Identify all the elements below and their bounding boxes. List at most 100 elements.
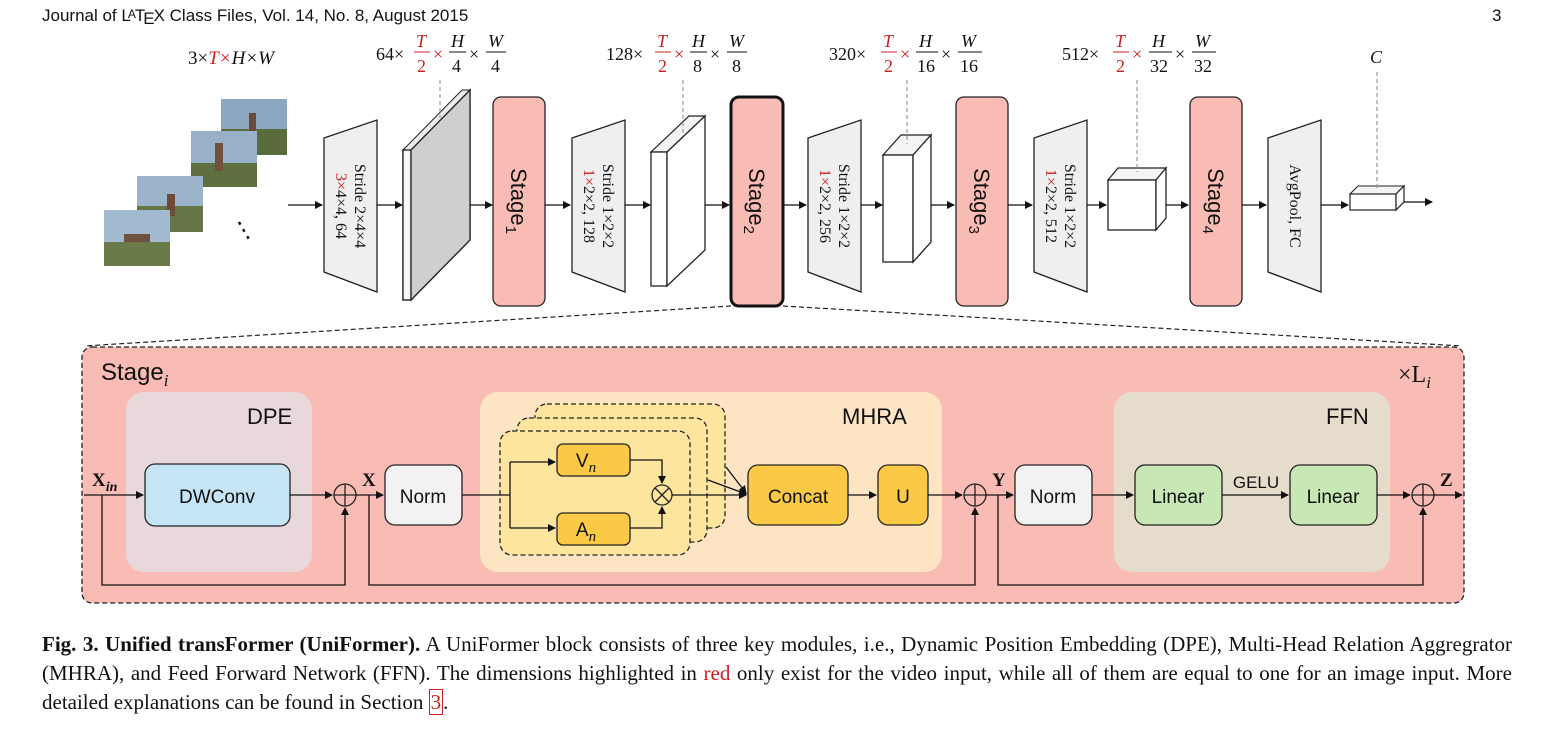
svg-text:512×: 512× <box>1062 44 1099 64</box>
patch-embed-conv-1: 3×4×4, 64 Stride 2×4×4 <box>323 119 378 293</box>
svg-text:×: × <box>674 44 684 64</box>
y-label: Y <box>992 470 1006 491</box>
svg-text:16: 16 <box>917 56 935 76</box>
feature-map-3 <box>881 133 933 264</box>
norm-1-label: Norm <box>400 487 446 508</box>
a-block <box>556 512 631 546</box>
svg-text:Stage3: Stage3 <box>965 168 994 234</box>
svg-text:T: T <box>657 31 669 51</box>
running-header: Journal of LATEX Class Files, Vol. 14, N… <box>42 6 469 28</box>
x-label: X <box>362 470 376 491</box>
svg-text:32: 32 <box>1150 56 1168 76</box>
concat-label: Concat <box>768 487 829 508</box>
ffn-region <box>1114 392 1390 572</box>
svg-text:2: 2 <box>658 56 667 76</box>
input-video-frames <box>104 99 287 266</box>
dpe-label: DPE <box>247 404 292 429</box>
repeat-count: ×Li <box>1398 362 1431 392</box>
svg-text:W: W <box>488 31 505 51</box>
conv-1-label: 3×4×4, 64 <box>332 173 349 239</box>
svg-text:×: × <box>469 44 479 64</box>
add-op-2 <box>963 483 987 507</box>
u-label: U <box>896 487 910 508</box>
svg-text:H: H <box>450 31 465 51</box>
stage-4-block: Stage4 <box>1189 96 1243 307</box>
svg-text:T: T <box>1115 31 1127 51</box>
svg-text:Stage4: Stage4 <box>1199 168 1228 234</box>
svg-text:64×: 64× <box>376 44 404 64</box>
svg-text:Stride 1×2×2: Stride 1×2×2 <box>1061 164 1078 248</box>
svg-text:H: H <box>691 31 706 51</box>
norm-2-label: Norm <box>1030 487 1076 508</box>
feature-map-4 <box>1106 166 1168 232</box>
stage-2-block: Stage2 <box>729 95 785 308</box>
multiply-op <box>651 484 673 506</box>
add-op-3 <box>1411 483 1435 507</box>
svg-text:4: 4 <box>491 56 500 76</box>
z-label: Z <box>1440 470 1453 491</box>
svg-text:320×: 320× <box>829 44 866 64</box>
patch-embed-conv-2: 1×2×2, 128 Stride 1×2×2 <box>571 119 626 293</box>
stage-3-block: Stage3 <box>955 96 1009 307</box>
stage-1-block: Stage1 <box>492 96 546 307</box>
page-number: 3 <box>1492 6 1502 25</box>
svg-text:Stage1: Stage1 <box>502 168 531 234</box>
x-in-label: Xin <box>92 470 118 495</box>
svg-text:2: 2 <box>884 56 893 76</box>
section-ref-link[interactable]: 3 <box>428 689 444 715</box>
dims-label-3: 320× T 2 × H 16 × W 16 <box>829 31 982 76</box>
svg-text:×: × <box>900 44 910 64</box>
feature-map-1 <box>401 88 472 302</box>
svg-text:2: 2 <box>1116 56 1125 76</box>
linear-2-label: Linear <box>1307 487 1360 508</box>
svg-text:H: H <box>1151 31 1166 51</box>
svg-text:×: × <box>941 44 951 64</box>
svg-text:×: × <box>433 44 443 64</box>
feature-map-2 <box>649 114 707 288</box>
svg-text:AvgPool, FC: AvgPool, FC <box>1286 164 1303 247</box>
input-dims: 3×T×H×W <box>188 48 276 69</box>
add-op-1 <box>333 483 357 507</box>
a-label: An <box>576 520 596 545</box>
svg-text:Stage2: Stage2 <box>740 168 769 234</box>
svg-text:×: × <box>1175 44 1185 64</box>
svg-text:4: 4 <box>452 56 461 76</box>
svg-text:128×: 128× <box>606 44 643 64</box>
svg-text:Stride 1×2×2: Stride 1×2×2 <box>599 164 616 248</box>
dims-label-4: 512× T 2 × H 32 × W 32 <box>1062 31 1216 76</box>
svg-text:Stride 1×2×2: Stride 1×2×2 <box>835 164 852 248</box>
ffn-label: FFN <box>1326 404 1369 429</box>
output-vector <box>1348 184 1406 212</box>
svg-text:×: × <box>710 44 720 64</box>
svg-text:T: T <box>883 31 895 51</box>
svg-text:1×2×2, 256: 1×2×2, 256 <box>816 169 833 243</box>
avgpool-fc-block: AvgPool, FC <box>1267 119 1322 293</box>
conv-1-stride: Stride 2×4×4 <box>351 164 368 248</box>
frames-ellipsis: ⋮ <box>227 214 261 249</box>
dwconv-label: DWConv <box>179 487 256 508</box>
output-dim: C <box>1370 47 1383 67</box>
svg-text:W: W <box>729 31 746 51</box>
svg-text:8: 8 <box>732 56 741 76</box>
gelu-label: GELU <box>1233 473 1279 492</box>
svg-text:2: 2 <box>417 56 426 76</box>
svg-text:W: W <box>1195 31 1212 51</box>
svg-text:T: T <box>416 31 428 51</box>
stage-i-title: Stagei <box>101 359 169 390</box>
patch-embed-conv-4: 1×2×2, 512 Stride 1×2×2 <box>1033 119 1088 293</box>
svg-text:H: H <box>918 31 933 51</box>
svg-text:W: W <box>961 31 978 51</box>
svg-text:32: 32 <box>1194 56 1212 76</box>
svg-text:16: 16 <box>960 56 978 76</box>
figure-caption: Fig. 3. Unified transFormer (UniFormer).… <box>42 632 1512 715</box>
mhra-label: MHRA <box>842 404 907 429</box>
svg-text:1×2×2, 512: 1×2×2, 512 <box>1042 169 1059 243</box>
dims-label-2: 128× T 2 × H 8 × W 8 <box>606 31 747 76</box>
linear-1-label: Linear <box>1152 487 1205 508</box>
patch-embed-conv-3: 1×2×2, 256 Stride 1×2×2 <box>807 119 862 293</box>
svg-text:8: 8 <box>693 56 702 76</box>
svg-text:1×2×2, 128: 1×2×2, 128 <box>580 169 597 243</box>
v-label: Vn <box>576 451 596 476</box>
dims-label-1: 64× T 2 × H 4 × W 4 <box>376 31 506 76</box>
